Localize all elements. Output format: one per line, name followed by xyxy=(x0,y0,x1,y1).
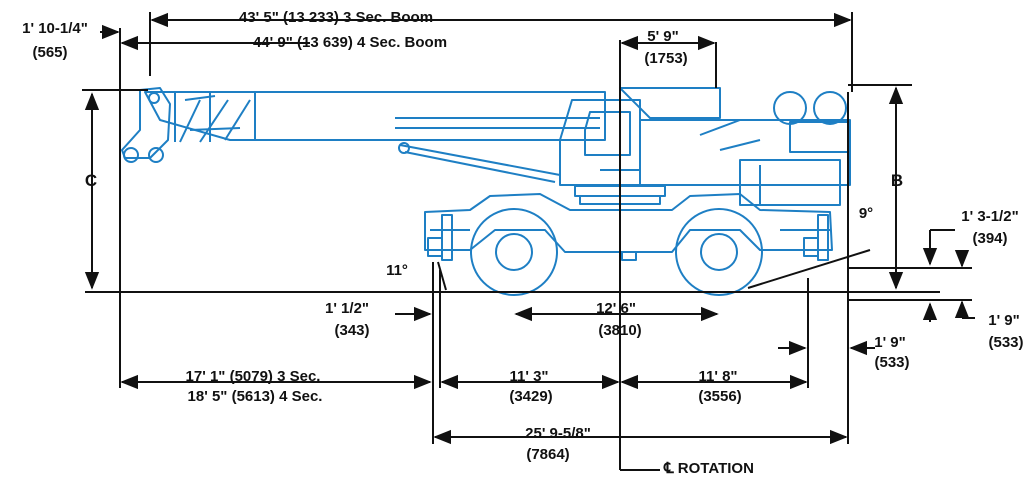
wheelbase-mm-label: (3810) xyxy=(598,322,642,339)
ground-ft-label: 1' 9" xyxy=(988,312,1020,329)
front-to-center-mm-label: (3429) xyxy=(509,388,553,405)
overall-mm-label: (7864) xyxy=(526,446,570,463)
superstructure xyxy=(640,91,851,206)
front-to-center-ft-label: 11' 3" xyxy=(509,368,549,385)
ground-mm-label: (533) xyxy=(988,334,1024,351)
rear-cab-ft-label: 5' 9" xyxy=(647,28,679,45)
overall-ft-label: 25' 9-5/8" xyxy=(525,425,591,442)
rear-out-ft-label: 1' 9" xyxy=(874,334,906,351)
step-ft-label: 1' 3-1/2" xyxy=(961,208,1019,225)
lift-cylinder xyxy=(398,142,561,183)
front-overhang-3sec-label: 17' 1" (5079) 3 Sec. xyxy=(185,368,321,385)
dim-c-label: C xyxy=(84,171,98,190)
dimension-lines xyxy=(82,12,975,471)
rear-out-mm-label: (533) xyxy=(874,354,910,371)
outriggers xyxy=(427,214,829,261)
wheelbase-ft-label: 12' 6" xyxy=(596,300,636,317)
angle-rear-label: 9° xyxy=(858,205,874,222)
boom-4sec-label: 44' 9" (13 639) 4 Sec. Boom xyxy=(252,34,448,51)
crane-body xyxy=(121,87,851,296)
front-offset-ft-label: 1' 10-1/4" xyxy=(22,20,88,37)
rear-wheel xyxy=(675,208,763,296)
front-overhang-4sec-label: 18' 5" (5613) 4 Sec. xyxy=(187,388,323,405)
boom xyxy=(121,87,721,163)
rear-cab-mm-label: (1753) xyxy=(644,50,688,67)
angle-front-label: 11° xyxy=(386,262,408,279)
boom-3sec-label: 43' 5" (13 233) 3 Sec. Boom xyxy=(238,9,434,26)
step-mm-label: (394) xyxy=(972,230,1008,247)
front-wheel xyxy=(470,208,558,296)
front-clear-ft-label: 1' 1/2" xyxy=(324,300,370,317)
front-offset-mm-label: (565) xyxy=(32,44,68,61)
center-to-rear-mm-label: (3556) xyxy=(698,388,742,405)
center-to-rear-ft-label: 11' 8" xyxy=(698,368,738,385)
departure-angle-line xyxy=(747,249,871,289)
front-clear-mm-label: (343) xyxy=(334,322,370,339)
dim-b-label: B xyxy=(890,171,904,190)
carrier-chassis xyxy=(424,193,833,261)
approach-angle-line xyxy=(437,261,447,291)
rotation-label: ℄ ROTATION xyxy=(664,460,754,477)
operator-cab xyxy=(559,99,641,186)
